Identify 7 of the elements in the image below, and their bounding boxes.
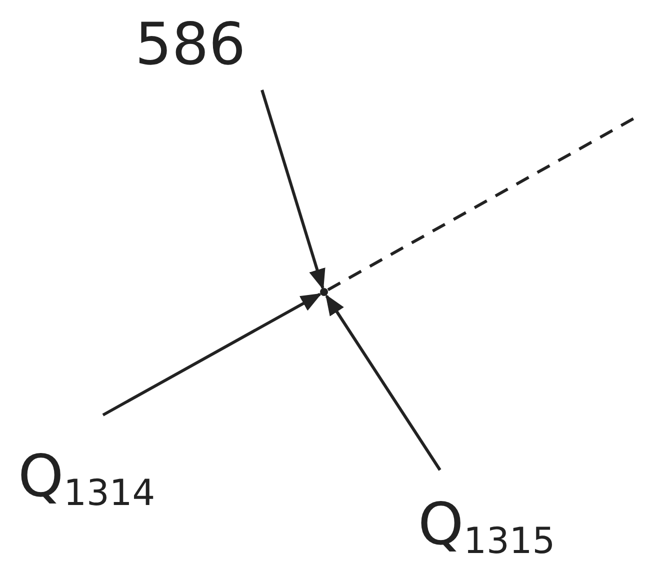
arrow — [260, 90, 326, 290]
arrow — [102, 292, 322, 416]
arrow — [325, 294, 442, 471]
reference-point — [320, 288, 328, 296]
callout-label: Q$_{1314}$ — [18, 447, 156, 512]
callout-label: Q$_{1315}$ — [418, 495, 556, 560]
callout-label: 586 — [135, 15, 246, 73]
